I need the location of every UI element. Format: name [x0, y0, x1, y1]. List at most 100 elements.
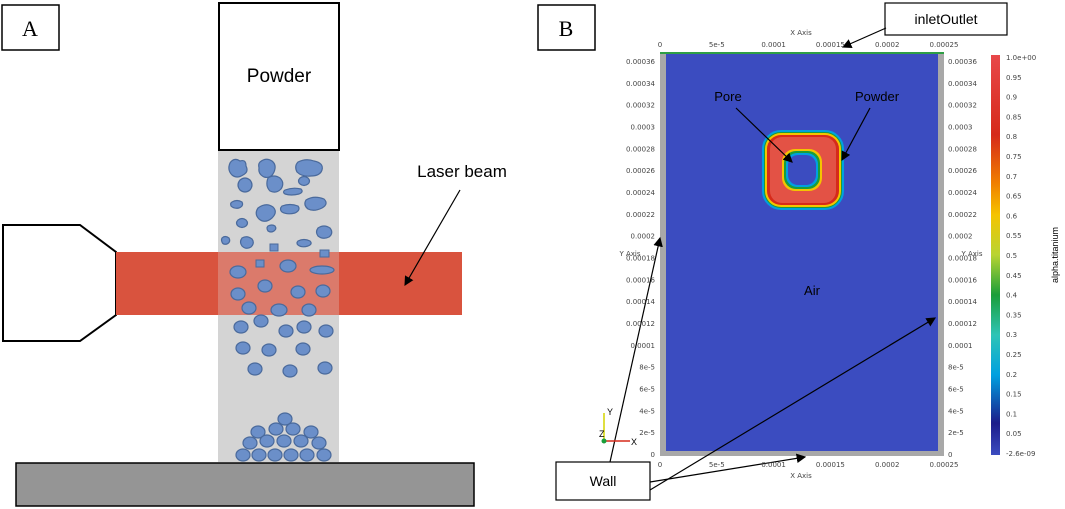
orientation-axes: Y Z X: [599, 407, 637, 447]
axis-title-top: X Axis: [790, 29, 812, 37]
colorbar: [991, 55, 1000, 455]
y-ticks-left: 02e-54e-56e-58e-50.00010.000120.000140.0…: [626, 58, 655, 459]
y-tick-label-left: 8e-5: [639, 364, 655, 372]
panel-a-label-box: [1, 4, 60, 51]
y-tick-label-right: 0.0003: [948, 124, 973, 132]
pore-arrow: [735, 107, 793, 163]
axis-title-bottom: X Axis: [790, 472, 812, 480]
x-tick-label-top: 0.00025: [930, 41, 959, 49]
y-tick-label-left: 0.0002: [631, 233, 656, 241]
y-tick-label-left: 0.00024: [626, 189, 655, 197]
y-tick-label-right: 0.00032: [948, 102, 977, 110]
laser-nozzle: [2, 224, 117, 342]
powder-label: Powder: [247, 66, 312, 87]
y-tick-label-left: 0.00036: [626, 58, 655, 66]
colorbar-tick-label: 0.05: [1006, 430, 1022, 438]
powder-particle-arrow: [841, 107, 871, 162]
orientation-x-label: X: [631, 437, 637, 447]
colorbar-tick-label: 0.55: [1006, 232, 1022, 240]
laser-beam-arrow: [404, 189, 461, 287]
x-tick-label-top: 0.00015: [816, 41, 845, 49]
y-tick-label-right: 4e-5: [948, 407, 964, 415]
x-tick-label-top: 0.0002: [875, 41, 900, 49]
y-tick-label-left: 6e-5: [639, 386, 655, 394]
panel-b: B X Axis X Axis Y Axis Y Axis Pore Powde…: [537, 2, 1060, 501]
y-tick-label-left: 0: [651, 451, 655, 459]
square-particles: [255, 243, 330, 268]
panel-b-label: B: [559, 16, 574, 41]
x-tick-label-bottom: 0.0001: [761, 461, 786, 469]
y-tick-label-right: 0.00028: [948, 145, 977, 153]
x-tick-label-bottom: 0.0002: [875, 461, 900, 469]
colorbar-tick-label: 0.1: [1006, 410, 1017, 418]
colorbar-tick-label: 0.6: [1006, 212, 1018, 220]
wall-label: Wall: [590, 473, 617, 489]
y-tick-label-left: 0.00026: [626, 167, 655, 175]
colorbar-tick-label: -2.6e-09: [1006, 450, 1035, 458]
y-tick-label-right: 2e-5: [948, 429, 964, 437]
colorbar-title: alpha.titanium: [1050, 227, 1060, 283]
colorbar-tick-label: 0.45: [1006, 272, 1022, 280]
substrate-plate: [15, 462, 475, 507]
colorbar-tick-label: 1.0e+00: [1006, 54, 1036, 62]
colorbar-tick-label: 0.15: [1006, 391, 1022, 399]
powder-particle-label: Powder: [855, 89, 900, 104]
wall-arrow-bottom: [649, 453, 807, 483]
y-tick-label-right: 0.00034: [948, 80, 977, 88]
x-tick-label-bottom: 0: [658, 461, 662, 469]
y-tick-label-left: 0.00018: [626, 255, 655, 263]
axis-title-right: Y Axis: [960, 250, 982, 258]
panel-a: A Powder Laser beam: [1, 2, 507, 507]
x-tick-label-top: 5e-5: [709, 41, 725, 49]
wall-arrow-right: [649, 317, 937, 491]
y-tick-label-left: 0.00034: [626, 80, 655, 88]
colorbar-tick-label: 0.5: [1006, 252, 1017, 260]
y-tick-label-left: 0.00028: [626, 145, 655, 153]
y-tick-label-right: 0.0002: [948, 233, 973, 241]
y-tick-label-left: 0.00014: [626, 298, 655, 306]
inlet-outlet-label: inletOutlet: [914, 11, 977, 27]
y-tick-label-right: 8e-5: [948, 364, 964, 372]
powder-hopper: [218, 2, 340, 151]
orientation-z-label: Z: [599, 429, 605, 439]
pore: [782, 149, 822, 191]
colorbar-tick-label: 0.9: [1006, 94, 1017, 102]
round-particles: [229, 259, 335, 378]
wall-bottom: [660, 451, 944, 456]
axis-title-left: Y Axis: [618, 250, 640, 258]
colorbar-tick-label: 0.8: [1006, 133, 1017, 141]
air-label: Air: [804, 283, 821, 298]
simulation-domain-air: [666, 54, 938, 451]
y-tick-label-right: 6e-5: [948, 386, 964, 394]
wall-callout: [555, 461, 651, 501]
y-ticks-right: 02e-54e-56e-58e-50.00010.000120.000140.0…: [948, 58, 977, 459]
colorbar-tick-label: 0.65: [1006, 193, 1022, 201]
y-tick-label-left: 2e-5: [639, 429, 655, 437]
colorbar-tick-label: 0.95: [1006, 74, 1022, 82]
colorbar-tick-label: 0.3: [1006, 331, 1017, 339]
inlet-outlet-callout: [884, 2, 1008, 36]
inlet-outlet-arrow: [841, 27, 887, 48]
colorbar-tick-label: 0.35: [1006, 311, 1022, 319]
x-tick-label-bottom: 0.00025: [930, 461, 959, 469]
y-tick-label-left: 0.00016: [626, 276, 655, 284]
laser-beam-label: Laser beam: [417, 162, 507, 181]
panel-a-label: A: [22, 16, 38, 41]
y-tick-label-left: 0.0003: [631, 124, 656, 132]
y-tick-label-left: 0.00012: [626, 320, 655, 328]
y-tick-label-left: 0.0001: [631, 342, 656, 350]
colorbar-tick-label: 0.4: [1006, 292, 1018, 300]
irregular-particles: [220, 158, 333, 249]
y-tick-label-right: 0.00036: [948, 58, 977, 66]
wall-arrow-left: [609, 236, 663, 463]
colorbar-ticks: 1.0e+000.950.90.850.80.750.70.650.60.550…: [1006, 54, 1036, 458]
x-tick-label-bottom: 0.00015: [816, 461, 845, 469]
colorbar-tick-label: 0.75: [1006, 153, 1022, 161]
y-tick-label-right: 0.00026: [948, 167, 977, 175]
deposited-particle-pile: [235, 412, 332, 462]
panel-b-label-box: [537, 4, 596, 51]
wall-left: [660, 53, 666, 451]
pore-label: Pore: [714, 89, 741, 104]
